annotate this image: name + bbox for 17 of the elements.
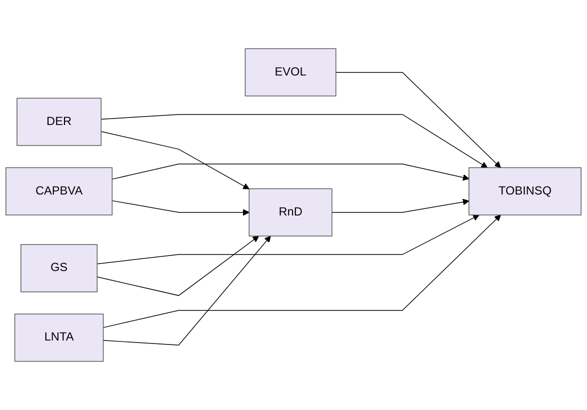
- node-box: GS: [20, 244, 98, 292]
- node-box: TOBINSQ: [468, 167, 582, 216]
- arrow: [336, 72, 501, 168]
- arrow: [112, 164, 470, 181]
- node-box: RnD: [248, 188, 332, 236]
- arrow: [100, 114, 488, 168]
- node-box: DER: [16, 98, 102, 146]
- arrow: [112, 200, 250, 216]
- arrow: [96, 236, 260, 296]
- node-box: EVOL: [244, 48, 336, 96]
- node-box: LNTA: [14, 314, 104, 362]
- arrow: [102, 214, 501, 328]
- arrow: [332, 198, 470, 213]
- node-box: CAPBVA: [6, 167, 113, 216]
- arrow: [102, 236, 271, 346]
- arrow: [96, 214, 480, 264]
- arrow: [100, 131, 250, 190]
